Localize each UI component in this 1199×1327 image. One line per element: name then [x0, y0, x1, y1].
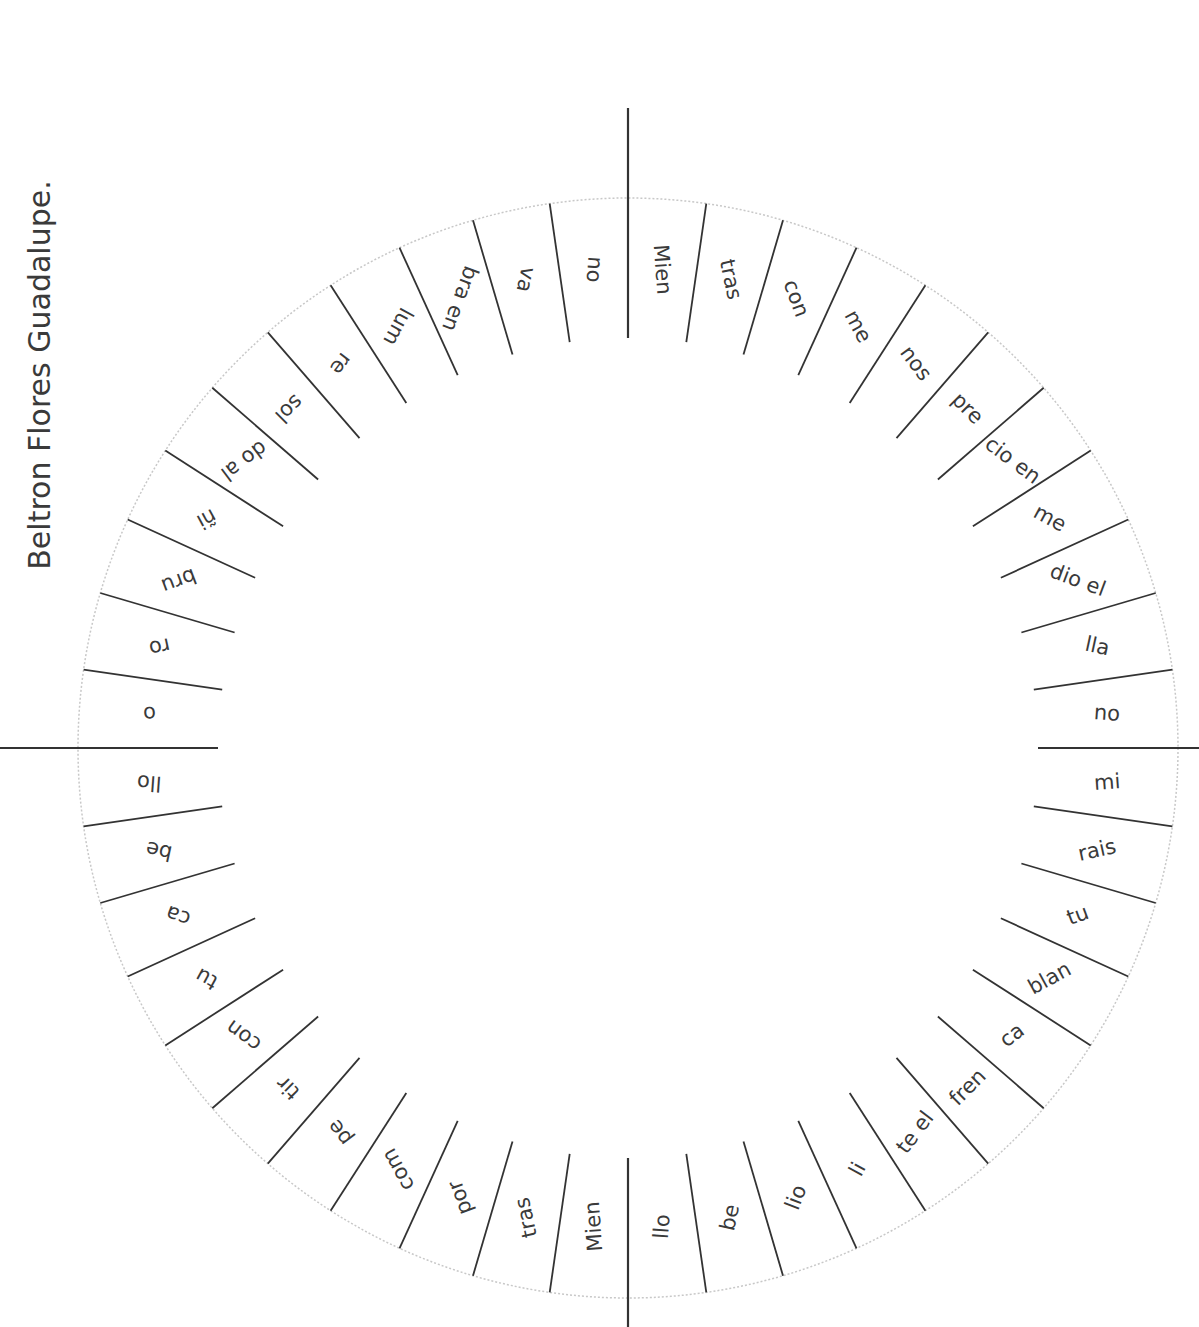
syllable: me	[1030, 501, 1069, 535]
syllable: mi	[1093, 771, 1121, 794]
syllable: re	[326, 349, 355, 378]
syllable: do al	[217, 436, 271, 484]
syllable: por	[444, 1178, 476, 1218]
sector-line	[1034, 806, 1173, 826]
syllable: bru	[158, 564, 198, 596]
syllable: ñi	[193, 504, 220, 532]
syllable: con	[779, 277, 812, 320]
sector-line	[1038, 747, 1199, 749]
sector-line	[744, 220, 784, 354]
sector-line	[897, 332, 989, 438]
sector-line	[1021, 593, 1155, 633]
syllable: tir	[273, 1072, 304, 1103]
sector-line	[686, 204, 706, 343]
syllable: tras	[511, 1195, 540, 1239]
syllable: rais	[1076, 836, 1118, 865]
sector-line	[1034, 670, 1173, 690]
syllable: tu	[1064, 902, 1092, 929]
syllable: Mien	[582, 1201, 607, 1253]
syllable: pe	[324, 1115, 357, 1149]
syllable: be	[717, 1202, 743, 1232]
syllable: llo	[136, 771, 162, 794]
syllable: lio	[782, 1183, 810, 1213]
sector-line	[84, 806, 223, 826]
syllable: pre	[948, 389, 987, 428]
sector-line	[212, 1017, 318, 1109]
syllable: tu	[192, 964, 221, 993]
syllable: cio en	[981, 433, 1044, 488]
sector-line	[268, 1058, 360, 1164]
syllable: fren	[945, 1065, 989, 1109]
syllable: li	[846, 1159, 870, 1179]
syllable: be	[144, 837, 174, 863]
sector-line	[84, 670, 223, 690]
sector-line	[798, 1121, 856, 1248]
sector-line	[550, 204, 570, 343]
syllable: ca	[996, 1020, 1028, 1051]
sector-line	[473, 220, 513, 354]
syllable: llo	[651, 1214, 674, 1240]
syllable: va	[513, 264, 539, 293]
sector-line	[128, 918, 255, 976]
syllable: ro	[147, 634, 172, 659]
sector-line	[627, 108, 629, 338]
sector-line	[627, 1158, 629, 1327]
syllable: no	[1093, 702, 1121, 725]
syllable: me	[841, 307, 875, 346]
sector-line	[100, 864, 234, 904]
syllable: con	[222, 1016, 265, 1055]
syllable: no	[582, 255, 605, 283]
sector-line	[268, 332, 360, 438]
sector-line	[100, 593, 234, 633]
sector-line	[686, 1154, 706, 1293]
sector-line	[550, 1154, 570, 1293]
syllable: sol	[271, 391, 307, 427]
syllable: lla	[1083, 633, 1111, 659]
sector-line	[850, 1093, 926, 1211]
syllable: bra en	[439, 263, 482, 334]
syllable: o	[142, 703, 156, 725]
syllable: te el	[893, 1107, 938, 1157]
syllable: ca	[163, 902, 193, 930]
sector-line	[1021, 864, 1155, 904]
sector-line	[744, 1141, 784, 1275]
syllable: dio el	[1047, 560, 1108, 600]
sector-line	[0, 747, 218, 749]
sector-line	[473, 1141, 513, 1275]
syllable: lum	[379, 304, 416, 349]
syllable: blan	[1024, 958, 1074, 998]
syllable: com	[378, 1145, 418, 1194]
syllable: nos	[896, 343, 935, 385]
syllable: Mien	[650, 243, 675, 295]
syllable: tras	[715, 257, 744, 301]
sector-lines	[0, 108, 1199, 1327]
student-name: Beltron Flores Guadalupe.	[25, 180, 55, 569]
outer-circle	[78, 198, 1178, 1298]
